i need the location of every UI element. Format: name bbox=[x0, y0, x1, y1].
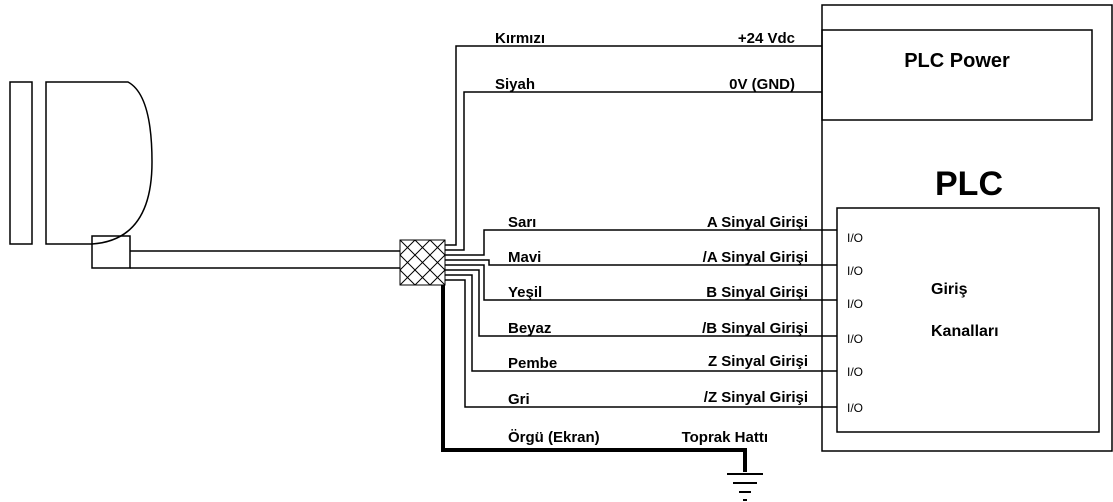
io-label-6: I/O bbox=[847, 401, 863, 415]
signal-label-b: B Sinyal Girişi bbox=[706, 284, 808, 301]
signal-label-toprak: Toprak Hattı bbox=[682, 429, 768, 446]
input-channels-box bbox=[836, 207, 1100, 433]
signal-label-a-not: /A Sinyal Girişi bbox=[703, 249, 808, 266]
io-label-3: I/O bbox=[847, 297, 863, 311]
signal-label-z-not: /Z Sinyal Girişi bbox=[704, 389, 808, 406]
wire-label-kirmizi: Kırmızı bbox=[495, 30, 545, 47]
wire-label-gri: Gri bbox=[508, 391, 530, 408]
ground-icon bbox=[727, 473, 763, 501]
io-label-4: I/O bbox=[847, 332, 863, 346]
io-label-5: I/O bbox=[847, 365, 863, 379]
signal-label-a: A Sinyal Girişi bbox=[707, 214, 808, 231]
power-wires bbox=[445, 45, 822, 251]
shield-ground-wire bbox=[441, 285, 747, 472]
junction-box bbox=[399, 239, 446, 286]
signal-label-b-not: /B Sinyal Girişi bbox=[702, 320, 808, 337]
signal-label-gnd: 0V (GND) bbox=[729, 76, 795, 93]
wire-label-orgu: Örgü (Ekran) bbox=[508, 429, 600, 446]
signal-label-24vdc: +24 Vdc bbox=[738, 30, 795, 47]
wire-label-mavi: Mavi bbox=[508, 249, 541, 266]
input-channels-title-line1: Giriş bbox=[931, 281, 968, 298]
encoder-cable bbox=[130, 250, 400, 269]
plc-title: PLC bbox=[935, 165, 1003, 203]
io-label-2: I/O bbox=[847, 264, 863, 278]
plc-box bbox=[821, 4, 1113, 452]
wire-label-pembe: Pembe bbox=[508, 355, 557, 372]
wire-label-sari: Sarı bbox=[508, 214, 536, 231]
wire-label-beyaz: Beyaz bbox=[508, 320, 551, 337]
wire-label-yesil: Yeşil bbox=[508, 284, 542, 301]
signal-wires bbox=[445, 229, 837, 408]
plc-power-title: PLC Power bbox=[904, 50, 1010, 72]
wire-label-siyah: Siyah bbox=[495, 76, 535, 93]
io-label-1: I/O bbox=[847, 231, 863, 245]
signal-label-z: Z Sinyal Girişi bbox=[708, 353, 808, 370]
encoder-icon bbox=[9, 81, 153, 269]
input-channels-title-line2: Kanalları bbox=[931, 323, 999, 340]
plc-power-box bbox=[821, 29, 1093, 121]
